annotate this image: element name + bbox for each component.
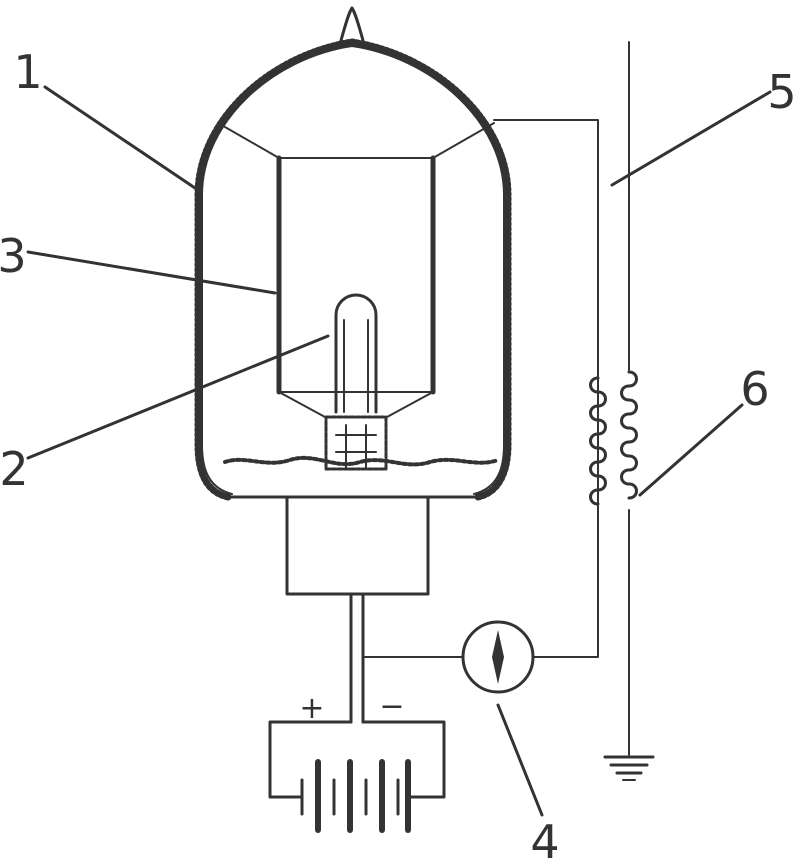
- collector-supports: [217, 122, 495, 159]
- label-5: 5: [767, 65, 796, 119]
- battery-leads: [268, 592, 446, 799]
- minus-sign: −: [379, 689, 404, 724]
- ground-icon: [603, 755, 655, 781]
- filament-electrode: [334, 293, 378, 414]
- label-2: 2: [0, 442, 29, 496]
- label-1: 1: [13, 45, 42, 99]
- electrometer: [461, 620, 535, 694]
- stem-plug: [324, 415, 388, 471]
- glass-bulb: [194, 6, 512, 501]
- tube-base: [226, 495, 480, 596]
- collector-cylinder: [276, 155, 436, 418]
- label-3: 3: [0, 229, 27, 283]
- coil-left: [589, 376, 607, 506]
- label-4: 4: [530, 815, 559, 868]
- leader-lines: [26, 85, 772, 817]
- meter-circuit: [362, 119, 599, 658]
- plus-sign: +: [299, 691, 324, 726]
- battery: [300, 759, 411, 833]
- label-6: 6: [740, 362, 769, 416]
- ground-wire: [620, 41, 638, 756]
